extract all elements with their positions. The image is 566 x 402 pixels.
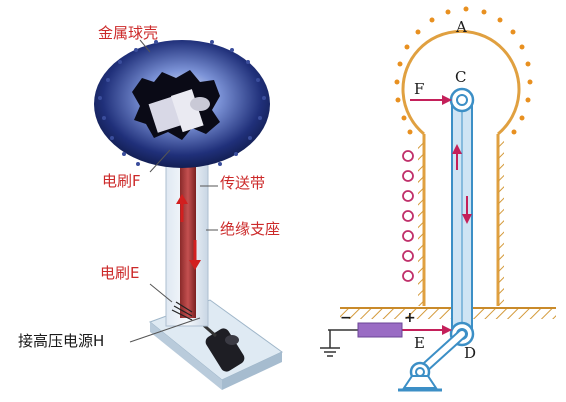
conveyor-belt [180, 130, 196, 318]
leader-lines [129, 39, 218, 343]
label-insulating-support: 绝缘支座 [220, 220, 280, 238]
source-minus-sign: − [340, 310, 352, 326]
belt-arrow-down [189, 240, 201, 270]
ground-floor [340, 307, 556, 319]
brush-e-arrow [402, 325, 452, 335]
shell-charge-dots [98, 40, 266, 166]
label-brush-e: 电刷E [100, 264, 139, 282]
point-label-c: C [455, 68, 466, 86]
belt-arrow-up [176, 194, 188, 222]
belt-arrow-up-right [452, 144, 462, 170]
brush-f-arrow [410, 95, 452, 105]
right-figure: A C F E D − + [320, 6, 556, 392]
point-label-a: A [455, 18, 467, 36]
label-brush-f: 电刷F [102, 172, 141, 190]
label-metal-shell: 金属球壳 [98, 24, 158, 42]
point-label-f: F [414, 80, 424, 98]
point-label-d: D [464, 344, 476, 362]
charge-rings [402, 150, 414, 282]
belt-arrow-down-right [462, 196, 472, 224]
ground-symbol [320, 347, 340, 357]
brush-e-wires [171, 301, 193, 321]
left-figure: 金属球壳 电刷F 传送带 绝缘支座 电刷E 接高压电源H [18, 24, 283, 390]
shell-charge-dots-right [394, 6, 533, 135]
label-belt: 传送带 [220, 174, 265, 192]
source-plus-sign: + [404, 310, 416, 326]
hv-source [320, 322, 403, 357]
label-hv-source: 接高压电源H [18, 332, 104, 350]
neck-hatch-left [418, 140, 424, 306]
roller-c [449, 87, 475, 113]
metal-shell [94, 40, 270, 168]
drive-linkage [398, 329, 467, 392]
neck-hatch-right [498, 140, 504, 306]
point-label-e: E [414, 334, 425, 352]
